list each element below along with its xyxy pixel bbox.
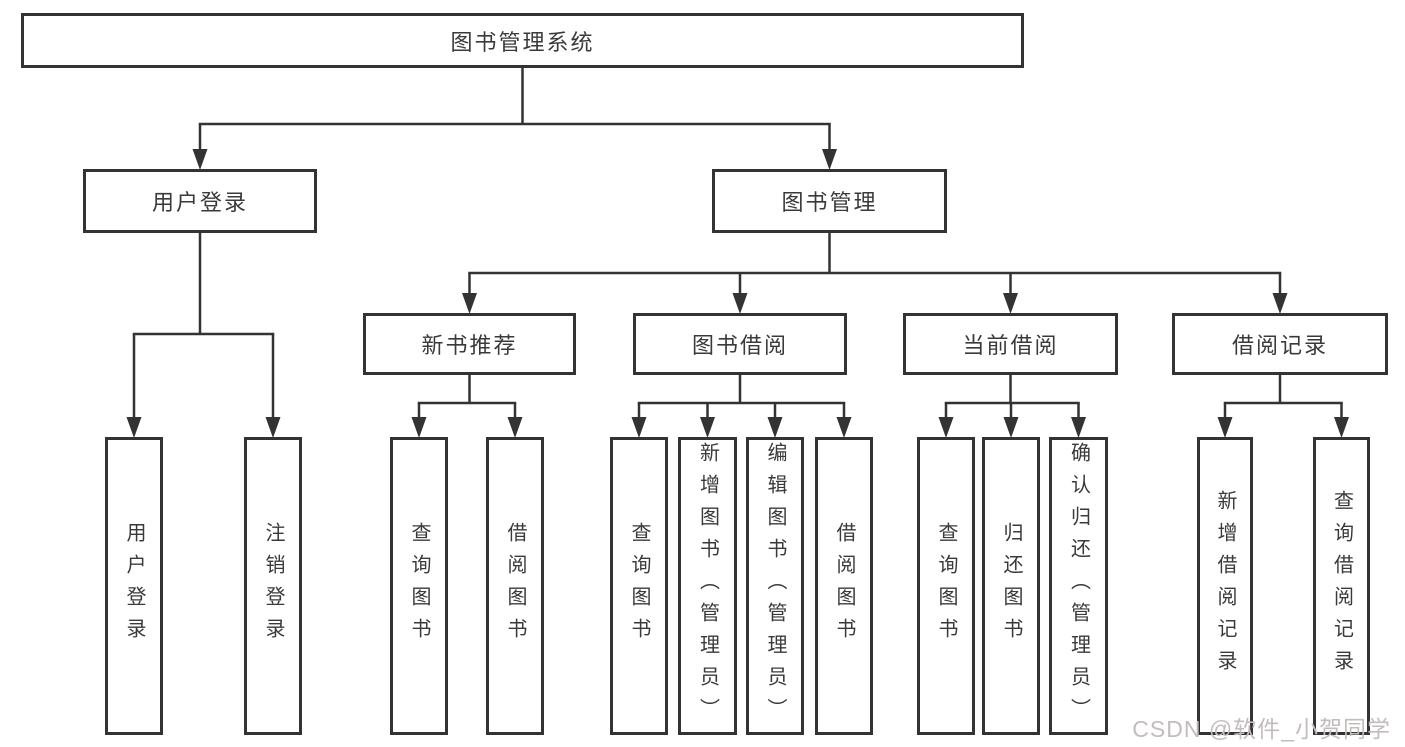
edge-book-borrow <box>631 375 852 438</box>
edge-user-login <box>126 233 281 438</box>
node-label: 查询图书 <box>935 522 957 650</box>
node-v-edit-book: 编辑图书（管理员） <box>746 437 804 735</box>
node-label: 确认归还（管理员） <box>1067 442 1090 730</box>
node-label: 图书借阅 <box>691 333 788 358</box>
node-v-borrow-book-2: 借阅图书 <box>815 437 873 735</box>
node-label: 查询图书 <box>408 522 430 650</box>
node-current-borrow: 当前借阅 <box>903 313 1118 375</box>
node-v-add-book: 新增图书（管理员） <box>678 437 737 735</box>
edge-book-mgmt <box>462 233 1288 314</box>
node-new-book-rec: 新书推荐 <box>363 313 576 375</box>
node-label: 归还图书 <box>1000 522 1022 650</box>
node-label: 查询借阅记录 <box>1330 490 1353 682</box>
edge-new-book-rec <box>411 375 523 438</box>
node-label: 编辑图书（管理员） <box>764 442 786 730</box>
node-borrow-records: 借阅记录 <box>1172 313 1388 375</box>
node-v-borrow-book-1: 借阅图书 <box>486 437 544 735</box>
edge-borrow-records <box>1217 375 1349 438</box>
node-book-mgmt: 图书管理 <box>712 169 947 233</box>
node-v-return-book: 归还图书 <box>982 437 1040 735</box>
node-label: 新书推荐 <box>421 333 518 358</box>
node-v-query-book-2: 查询图书 <box>610 437 668 735</box>
node-v-user-login: 用户登录 <box>105 437 163 735</box>
node-label: 借阅图书 <box>833 522 855 650</box>
node-v-add-record: 新增借阅记录 <box>1197 437 1253 735</box>
node-label: 用户登录 <box>151 190 248 215</box>
node-label: 当前借阅 <box>962 333 1059 358</box>
edge-root <box>192 68 837 170</box>
node-label: 查询图书 <box>628 522 650 650</box>
node-label: 注销登录 <box>262 522 284 650</box>
node-label: 图书管理 <box>781 190 878 215</box>
node-v-query-book-1: 查询图书 <box>390 437 448 735</box>
node-label: 新增图书（管理员） <box>696 442 719 730</box>
node-root: 图书管理系统 <box>21 13 1024 68</box>
node-label: 借阅图书 <box>504 522 526 650</box>
node-label: 图书管理系统 <box>450 29 595 55</box>
node-label: 用户登录 <box>123 522 145 650</box>
node-v-query-book-3: 查询图书 <box>917 437 975 735</box>
node-book-borrow: 图书借阅 <box>633 313 847 375</box>
node-user-login: 用户登录 <box>83 169 317 233</box>
node-v-query-record: 查询借阅记录 <box>1313 437 1370 735</box>
edge-current-borrow <box>938 375 1086 438</box>
node-label: 借阅记录 <box>1231 333 1328 358</box>
node-v-logout: 注销登录 <box>244 437 302 735</box>
node-label: 新增借阅记录 <box>1214 490 1236 682</box>
node-v-confirm-return: 确认归还（管理员） <box>1049 437 1108 735</box>
